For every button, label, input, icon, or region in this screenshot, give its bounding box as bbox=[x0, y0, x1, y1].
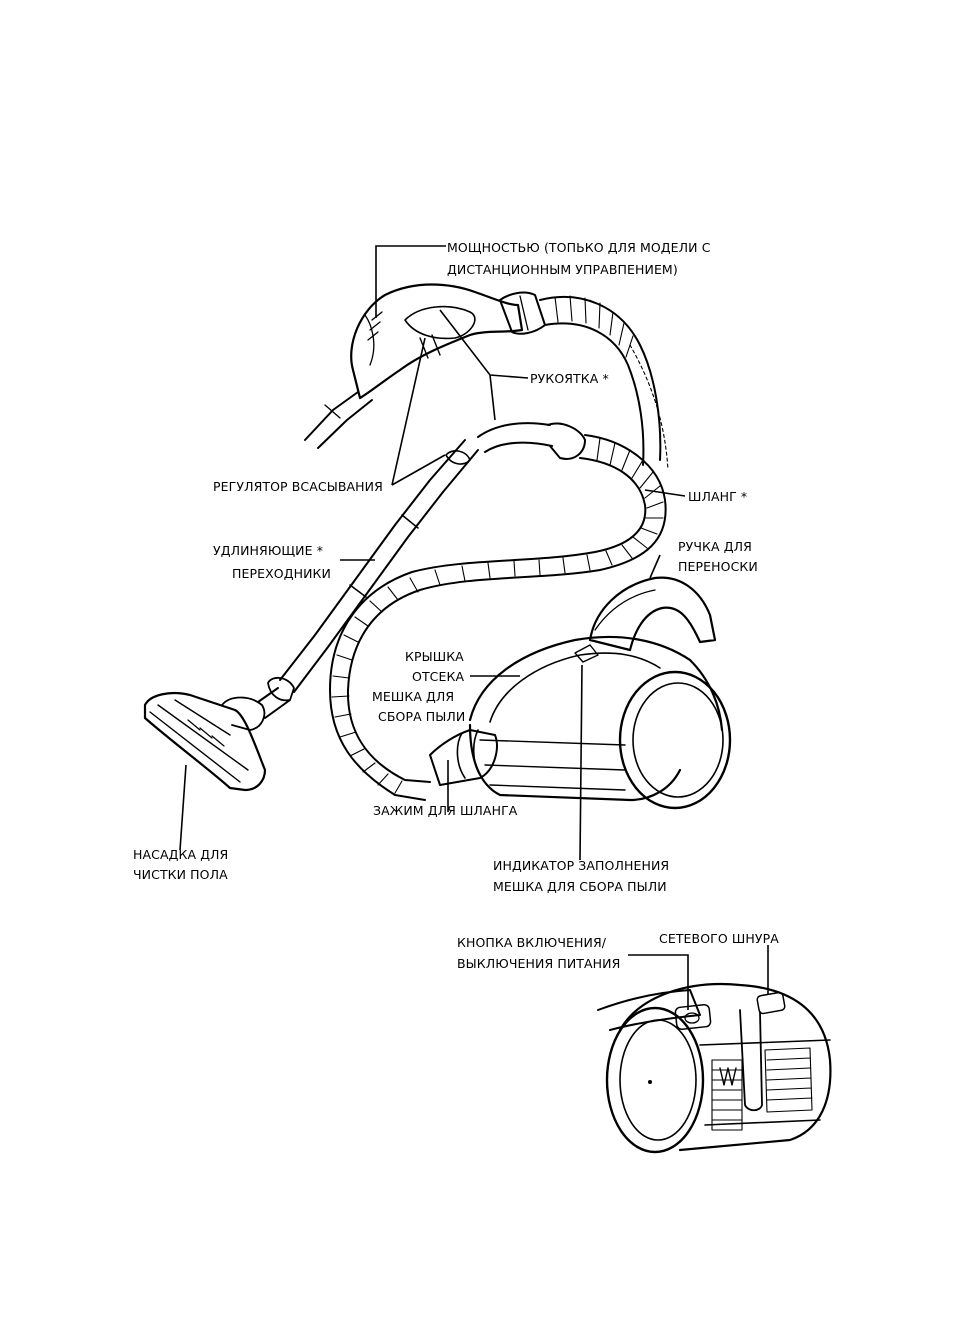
label-carry-handle-2: ПЕРЕНОСКИ bbox=[678, 559, 758, 574]
inset-rear-view bbox=[597, 983, 832, 1154]
label-bag-cover-1: КРЫШКА bbox=[405, 649, 464, 664]
label-fill-indicator-2: МЕШКА ДЛЯ СБОРА ПЫЛИ bbox=[493, 879, 667, 894]
label-extension-tubes-2: ПЕРЕХОДНИКИ bbox=[232, 566, 331, 581]
label-floor-nozzle-1: НАСАДКА ДЛЯ bbox=[133, 847, 228, 862]
label-fill-indicator-1: ИНДИКАТОР ЗАПОЛНЕНИЯ bbox=[493, 858, 669, 873]
floor-nozzle bbox=[143, 687, 291, 792]
label-suction-regulator: РЕГУЛЯТОР ВСАСЫВАНИЯ bbox=[213, 479, 383, 494]
label-hose-clamp: ЗАЖИМ ДЛЯ ШЛАНГА bbox=[373, 803, 518, 818]
label-bag-cover-4: СБОРА ПЫЛИ bbox=[378, 709, 465, 724]
label-power-button-2: ВЫКЛЮЧЕНИЯ ПИТАНИЯ bbox=[457, 956, 620, 971]
label-handle: РУКОЯТКА * bbox=[530, 371, 609, 386]
label-cord: СЕТЕВОГО ШНУРА bbox=[659, 931, 779, 946]
vacuum-body bbox=[429, 576, 732, 810]
label-extension-tubes-1: УДЛИНЯЮЩИЕ * bbox=[213, 543, 323, 558]
vacuum-illustration bbox=[143, 283, 732, 810]
label-power-remote-1: МОЩНОСТЬЮ (ТОПЬКО ДЛЯ МОДЕЛИ С bbox=[447, 240, 711, 255]
label-hose: ШЛАНГ * bbox=[688, 489, 747, 504]
label-bag-cover-2: ОТСЕКА bbox=[412, 669, 464, 684]
label-carry-handle-1: РУЧКА ДЛЯ bbox=[678, 539, 752, 554]
hose-lower bbox=[329, 434, 667, 801]
hose-upper bbox=[539, 295, 669, 471]
label-bag-cover-3: МЕШКА ДЛЯ bbox=[372, 689, 454, 704]
label-floor-nozzle-2: ЧИСТКИ ПОЛА bbox=[133, 867, 228, 882]
labels: МОЩНОСТЬЮ (ТОПЬКО ДЛЯ МОДЕЛИ С ДИСТАНЦИО… bbox=[133, 240, 779, 971]
leader-lines bbox=[179, 245, 769, 1010]
extension-tube bbox=[267, 422, 586, 702]
label-power-remote-2: ДИСТАНЦИОННЫМ УПРАВПЕНИЕМ) bbox=[447, 262, 678, 277]
label-power-button-1: КНОПКА ВКЛЮЧЕНИЯ/ bbox=[457, 935, 607, 950]
